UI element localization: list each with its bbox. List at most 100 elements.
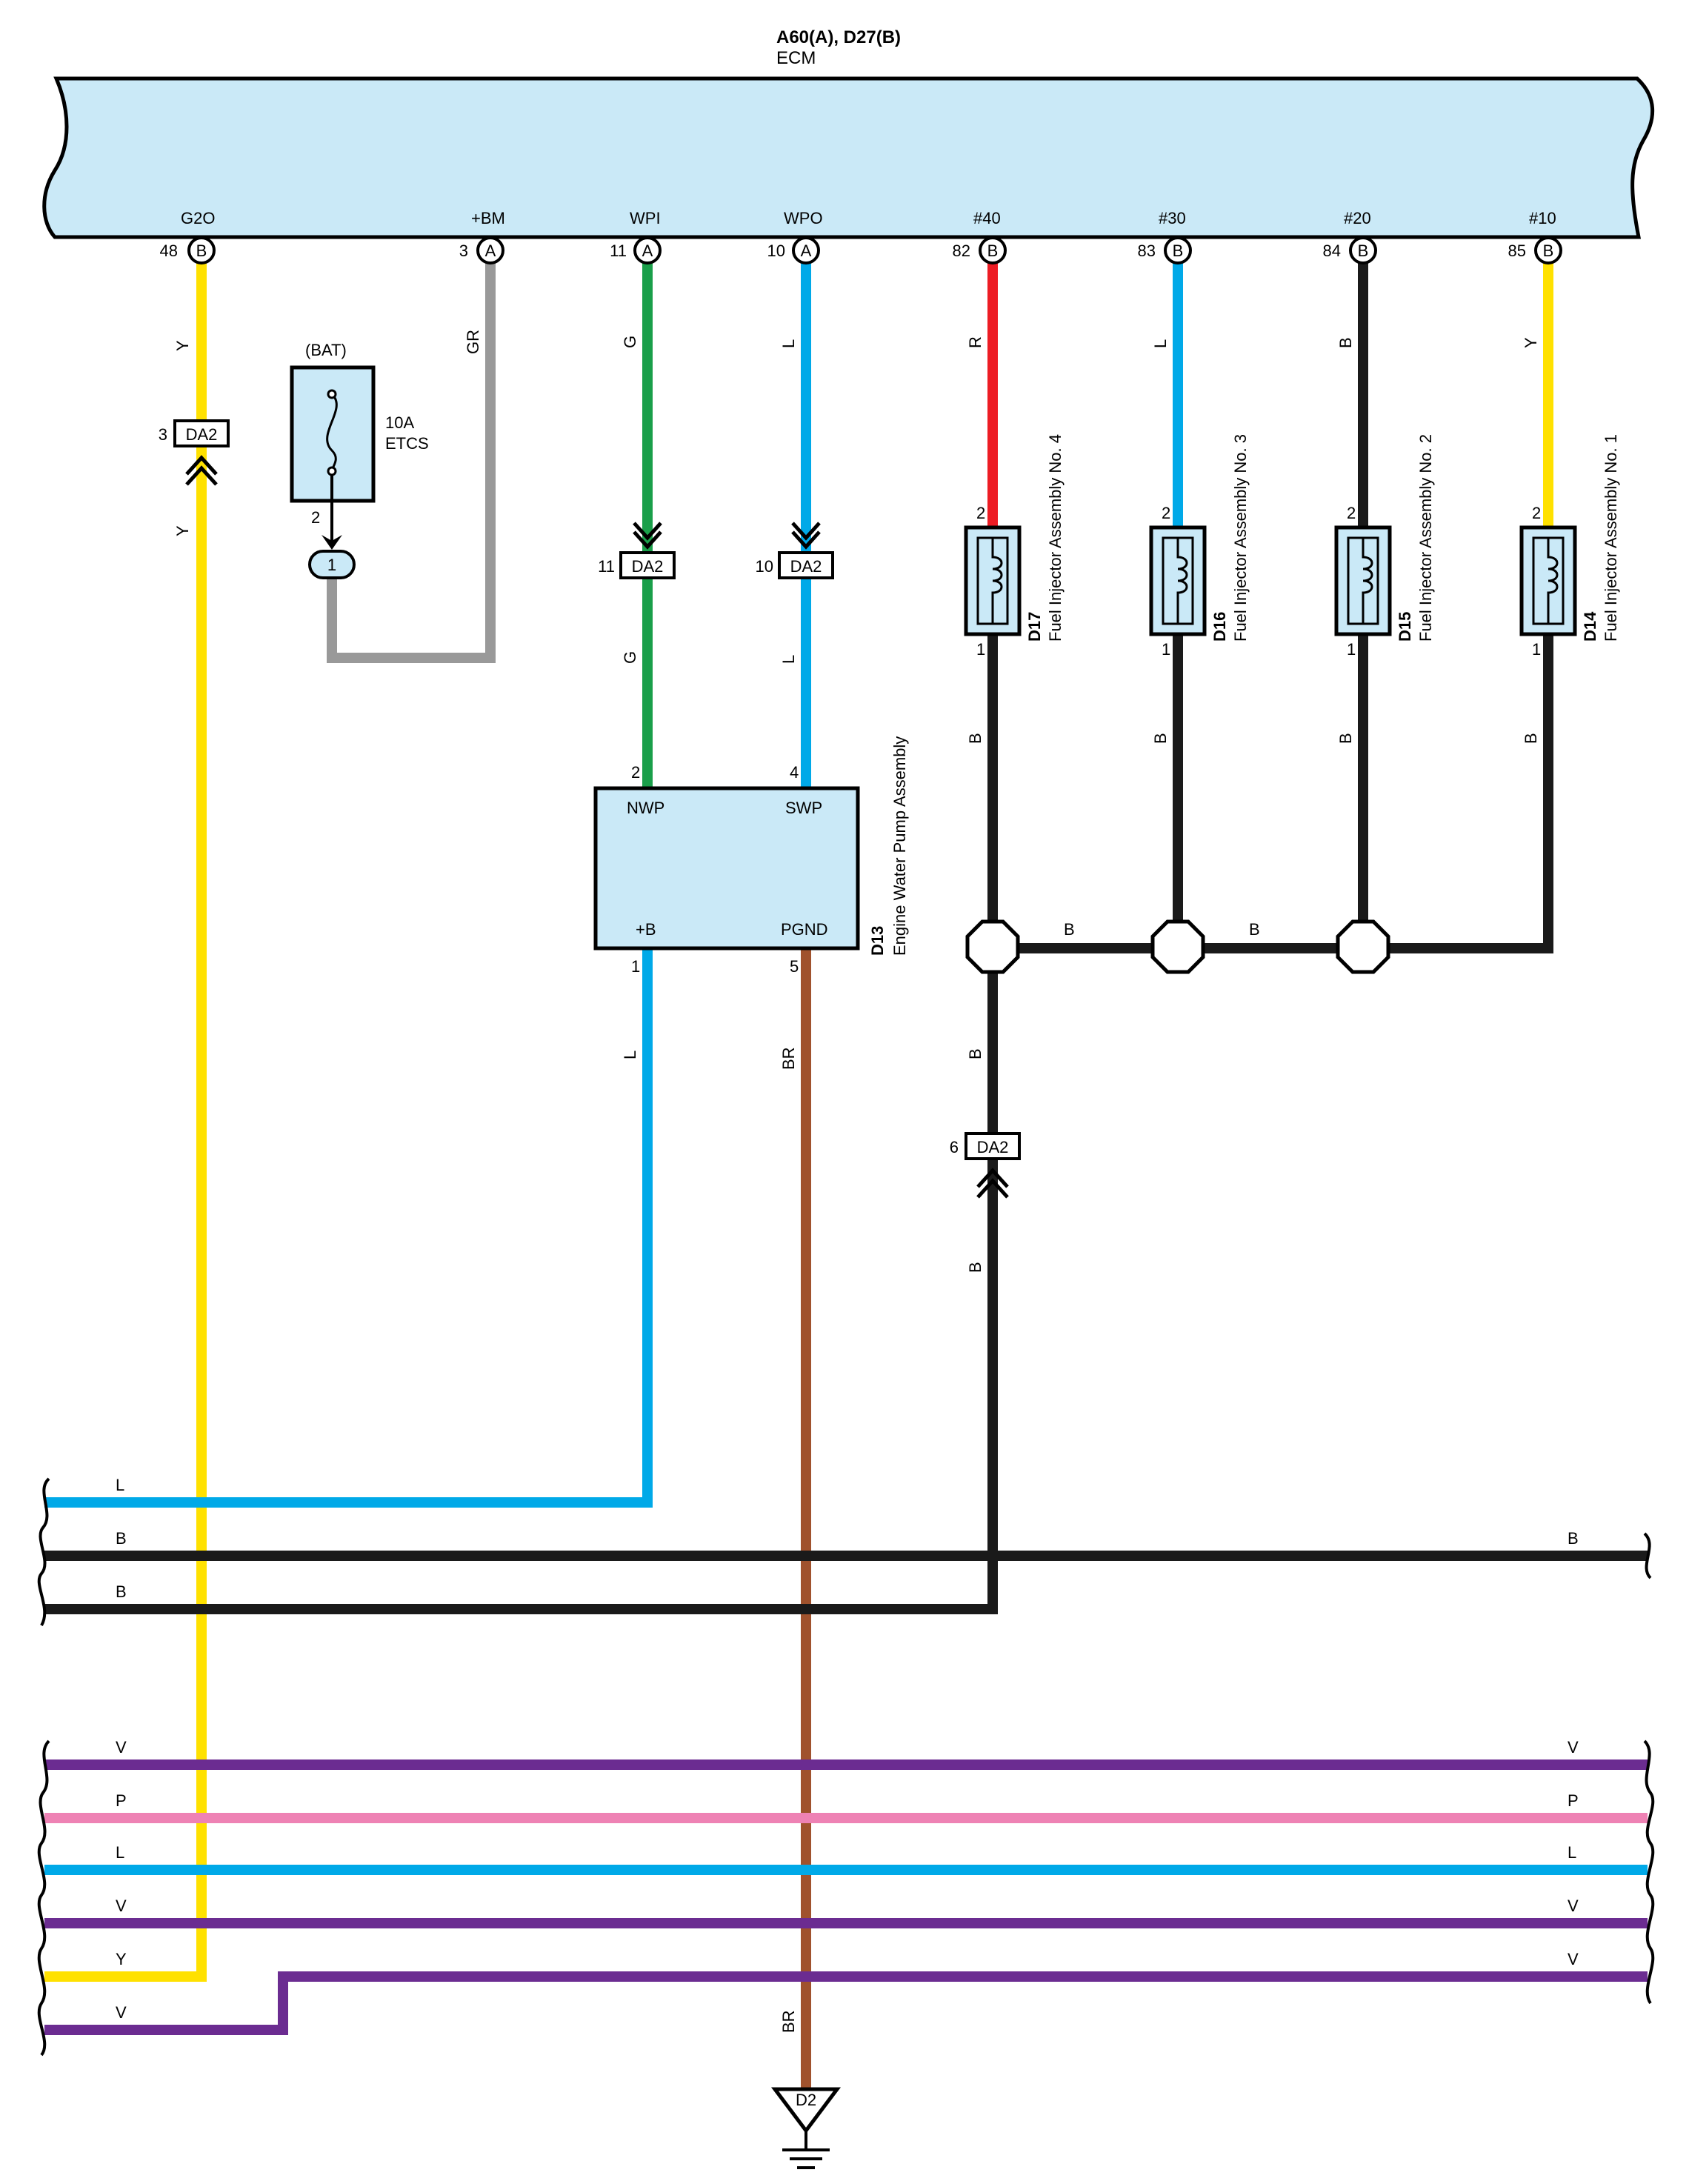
ecm-terminal-40-conn: B (987, 242, 999, 260)
injector-d14-pin-bottom: 1 (1532, 640, 1541, 659)
da2-wpo-pin: 10 (756, 557, 773, 576)
harness-lower-4-right: V (1568, 1950, 1579, 1968)
ecm-terminal-30-pin: 83 (1138, 242, 1156, 260)
wire-label-pgnd-lower: BR (779, 2010, 798, 2033)
wire-label-wpo-lower: L (779, 655, 798, 664)
harness-lower-1-left: P (116, 1791, 127, 1810)
ecm-terminal-wpo-conn: A (801, 242, 812, 260)
pump-pin-plusb: 1 (631, 957, 640, 976)
da2-wpi-pin: 11 (598, 557, 615, 576)
pump-terminal-plusb: +B (636, 920, 656, 939)
harness-lower-1-right: P (1568, 1791, 1579, 1810)
pump-terminal-swp: SWP (785, 799, 822, 817)
injector-d16-name: Fuel Injector Assembly No. 3 (1231, 434, 1250, 642)
injector-d14-pin-top: 2 (1532, 504, 1541, 522)
ecm-terminal-g2o-conn: B (196, 242, 207, 260)
wire-label-inj4-return: B (966, 733, 985, 744)
fuse-rating: 10A (385, 413, 414, 432)
ecm-terminal-10-name: #10 (1529, 209, 1556, 227)
injector-d15-coil-icon (1362, 538, 1373, 624)
harness-lower-5-left: V (116, 2003, 127, 2022)
ecm-terminal-g2o-pin: 48 (160, 242, 178, 260)
ecm-terminal-wpo-name: WPO (784, 209, 823, 227)
ecm-terminal-20-pin: 84 (1323, 242, 1341, 260)
injector-d14-coil-icon (1547, 538, 1559, 624)
wire-label-wpi-lower: G (621, 651, 639, 664)
harness-lower-3-right: V (1568, 1897, 1579, 1915)
ecm-terminal-wpi-name: WPI (630, 209, 661, 227)
harness-lower-0-right: V (1568, 1738, 1579, 1757)
wire-label-g2o-lower: Y (173, 525, 192, 536)
injector-d17-code: D17 (1025, 612, 1044, 642)
wire-bm (327, 261, 496, 663)
ground-icon (782, 2131, 830, 2169)
ecm-terminal-40-name: #40 (973, 209, 1001, 227)
da2-g2o-pin: 3 (159, 425, 167, 444)
wire-label-inj1-return: B (1522, 733, 1540, 744)
da2-ground-label: DA2 (977, 1138, 1009, 1156)
da2-wpi-label: DA2 (632, 557, 664, 576)
wire-ground-trunk (44, 948, 998, 1614)
ground-label: D2 (796, 2091, 816, 2109)
injector-d16-pin-bottom: 1 (1162, 640, 1170, 659)
wire-label-ground-upper: B (966, 1048, 985, 1059)
injector-d15-pin-top: 2 (1347, 504, 1356, 522)
ecm-terminal-10-pin: 85 (1508, 242, 1526, 260)
wire-pump-plusb (44, 948, 653, 1508)
ecm-terminal-10-conn: B (1543, 242, 1554, 260)
harness-upper-0-left: L (116, 1476, 124, 1494)
wire-label-inj4: R (966, 336, 985, 348)
fuse-junction-pin: 1 (327, 556, 336, 574)
wire-label-inj1: Y (1522, 337, 1540, 348)
injector-d15-name: Fuel Injector Assembly No. 2 (1416, 434, 1435, 642)
harness-lower-0-left: V (116, 1738, 127, 1757)
injector-d17-coil-icon (991, 538, 1003, 624)
fuse-arrow-icon (322, 535, 342, 550)
da2-wpo-arrow-icon (791, 522, 821, 550)
wire-label-inj2-return: B (1336, 733, 1355, 744)
da2-wpo-label: DA2 (790, 557, 822, 576)
harness-lower-2-left: L (116, 1843, 124, 1862)
da2-g2o-label: DA2 (186, 425, 218, 444)
harness-lower-3-left: V (116, 1897, 127, 1915)
ecm-terminal-30-name: #30 (1159, 209, 1186, 227)
wire-label-wpi-upper: G (621, 336, 639, 348)
fuse-contact-top-icon (327, 389, 337, 399)
ecm-body (42, 76, 1655, 239)
wire-label-bus-1: B (1064, 920, 1075, 939)
harness-lower-4-left: Y (116, 1950, 127, 1968)
injector-d16-code: D16 (1210, 612, 1229, 642)
ecm-terminal-wpi-conn: A (642, 242, 653, 260)
ecm-terminal-40-pin: 82 (953, 242, 970, 260)
splice-points (965, 919, 1390, 974)
da2-connector-ground (965, 1132, 1021, 1160)
pump-code: D13 (868, 926, 887, 956)
fuse-name: ETCS (385, 434, 429, 453)
harness-upper-2-left: B (116, 1582, 127, 1601)
da2-g2o-arrow-icon (185, 455, 218, 486)
injector-d16-coil-icon (1176, 538, 1188, 624)
injector-d17-name: Fuel Injector Assembly No. 4 (1046, 434, 1065, 642)
harness-break-marks-right (1643, 1532, 1655, 2005)
pump-pin-swp: 4 (790, 763, 799, 782)
injector-d17-pin-top: 2 (976, 504, 985, 522)
ecm-terminal-circles (187, 236, 1562, 264)
da2-connector-wpi (619, 551, 676, 579)
injector-d17-pin-bottom: 1 (976, 640, 985, 659)
pump-terminal-nwp: NWP (627, 799, 664, 817)
harness-lower-2-right: L (1568, 1843, 1576, 1862)
wire-g2o (44, 261, 207, 1982)
harness-upper-1-right: B (1568, 1529, 1579, 1548)
ecm-name-label: ECM (776, 48, 816, 68)
injector-d15-pin-bottom: 1 (1347, 640, 1356, 659)
injector-d14-code: D14 (1581, 611, 1599, 642)
fuse-out-pin: 2 (311, 508, 320, 527)
da2-connector-wpo (778, 551, 834, 579)
ecm-terminal-g2o-name: G2O (181, 209, 215, 227)
ecm-terminal-wpi-pin: 11 (610, 242, 627, 260)
ecm-terminal-bm-pin: 3 (459, 242, 468, 260)
wire-inj1-return (993, 634, 1553, 953)
wire-label-inj2: B (1336, 337, 1355, 348)
ecm-terminal-30-conn: B (1173, 242, 1184, 260)
water-pump-box (593, 786, 860, 950)
